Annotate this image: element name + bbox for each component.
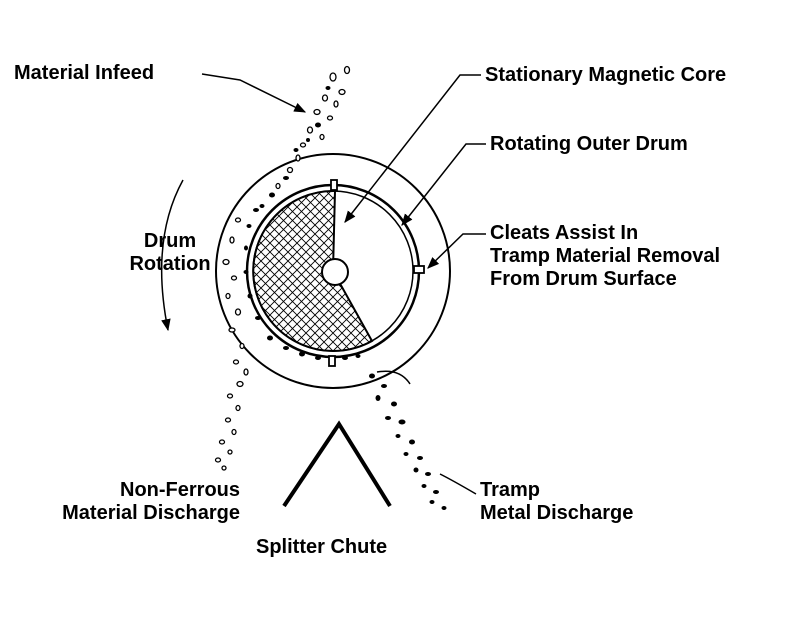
splitter-chute <box>282 420 392 508</box>
leader-stationary-core <box>344 74 481 223</box>
leader-material-infeed <box>201 73 307 113</box>
label-non-ferrous-line-1: Non-Ferrous <box>120 479 240 501</box>
cleat-right <box>413 265 425 274</box>
leader-rotating-drum <box>401 143 486 226</box>
label-splitter-chute: Splitter Chute <box>256 536 388 558</box>
tramp-metal-pieces <box>369 373 447 510</box>
label-cleats-line-1: Cleats Assist In <box>490 222 639 244</box>
label-cleats-line-3: From Drum Surface <box>490 268 677 290</box>
infeed-metal-pieces <box>259 86 331 208</box>
rotation-arrow <box>160 179 184 332</box>
label-non-ferrous-line-2: Material Discharge <box>62 502 240 524</box>
non-ferrous-particles <box>214 217 249 471</box>
label-drum-rotation: Drum Rotation <box>120 230 220 276</box>
label-tramp-discharge-line-2: Metal Discharge <box>480 502 634 524</box>
cleats <box>328 179 425 367</box>
leader-cleats <box>427 233 486 269</box>
leader-tramp-curve <box>376 370 411 385</box>
leader-lines <box>201 73 486 495</box>
held-metal-pieces <box>243 208 361 360</box>
label-tramp-discharge: Tramp Metal Discharge <box>480 479 633 525</box>
label-tramp-discharge-line-1: Tramp <box>480 479 541 501</box>
label-material-infeed: Material Infeed <box>14 62 155 84</box>
outer-drum <box>215 153 451 389</box>
label-rotating-drum: Rotating Outer Drum <box>490 133 688 155</box>
label-non-ferrous: Non-Ferrous Material Discharge <box>10 479 240 525</box>
drum-hub <box>321 258 349 286</box>
label-cleats-line-2: Tramp Material Removal <box>490 245 721 267</box>
cleat-top <box>330 179 338 191</box>
magnetic-core <box>252 189 374 352</box>
label-cleats: Cleats Assist In Tramp Material Removal … <box>490 222 720 291</box>
infeed-particles <box>275 65 351 190</box>
label-drum-rotation-line-2: Rotation <box>129 253 211 275</box>
cleat-bottom <box>328 355 336 367</box>
label-stationary-core: Stationary Magnetic Core <box>485 64 727 86</box>
label-drum-rotation-line-1: Drum <box>143 230 197 252</box>
leader-tramp-discharge <box>439 473 477 495</box>
